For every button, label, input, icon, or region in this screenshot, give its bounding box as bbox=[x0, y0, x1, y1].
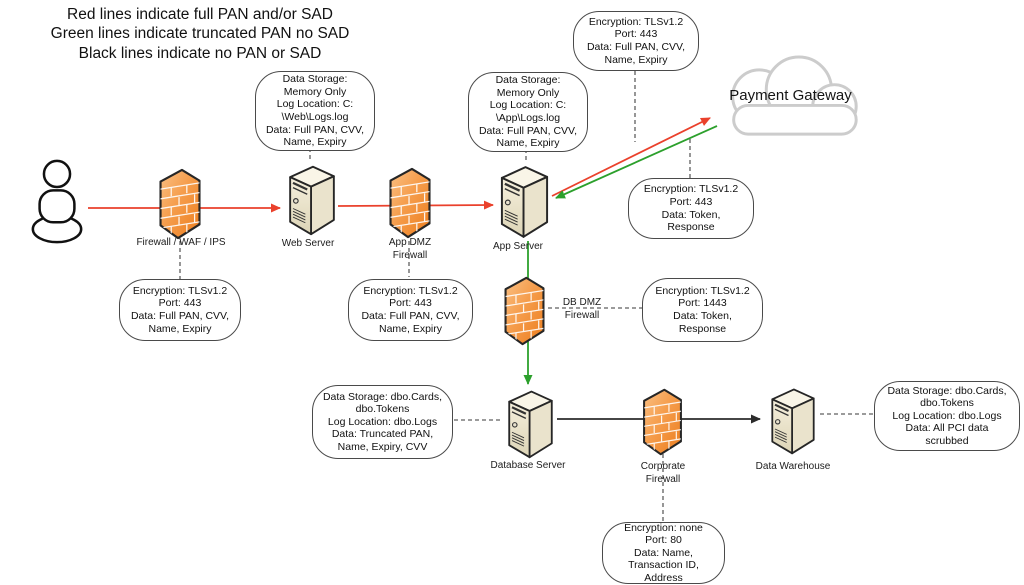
web-server-label: Web Server bbox=[281, 238, 335, 249]
firewall-waf-icon bbox=[156, 167, 204, 241]
data-warehouse-icon bbox=[766, 384, 820, 456]
web-server-icon bbox=[285, 161, 339, 237]
database-server-label: Database Server bbox=[490, 460, 566, 471]
callout-gateway-request: Encryption: TLSv1.2 Port: 443 Data: Full… bbox=[573, 11, 699, 71]
callout-dbdmz-encryption: Encryption: TLSv1.2 Port: 1443 Data: Tok… bbox=[642, 278, 763, 342]
callout-waf-encryption: Encryption: TLSv1.2 Port: 443 Data: Full… bbox=[119, 279, 241, 341]
app-server-label: App Server bbox=[492, 241, 544, 252]
callout-gateway-response: Encryption: TLSv1.2 Port: 443 Data: Toke… bbox=[628, 178, 754, 239]
corporate-firewall-label: Corporate Firewall bbox=[640, 461, 686, 485]
app-dmz-firewall-icon bbox=[386, 166, 434, 240]
callout-appdmz-encryption: Encryption: TLSv1.2 Port: 443 Data: Full… bbox=[348, 279, 473, 341]
app-dmz-firewall-label: App DMZ Firewall bbox=[388, 237, 432, 261]
firewall-waf-label: Firewall / WAF / IPS bbox=[136, 237, 226, 248]
db-dmz-firewall-icon bbox=[501, 275, 548, 347]
db-dmz-firewall-label: DB DMZ Firewall bbox=[562, 297, 602, 321]
corporate-firewall-icon bbox=[640, 387, 685, 457]
user-icon bbox=[28, 156, 86, 248]
payment-gateway-label: Payment Gateway bbox=[729, 87, 852, 104]
flow-gateway-to-app-server bbox=[555, 125, 718, 199]
callout-web-storage: Data Storage: Memory Only Log Location: … bbox=[255, 71, 375, 151]
legend: Red lines indicate full PAN and/or SAD G… bbox=[50, 6, 350, 62]
callout-app-storage: Data Storage: Memory Only Log Location: … bbox=[468, 72, 588, 152]
data-warehouse-label: Data Warehouse bbox=[755, 461, 831, 472]
callout-corp-encryption: Encryption: none Port: 80 Data: Name, Tr… bbox=[602, 522, 725, 584]
callout-warehouse-storage: Data Storage: dbo.Cards, dbo.Tokens Log … bbox=[874, 381, 1020, 451]
app-server-icon bbox=[497, 161, 552, 240]
flow-app-server-to-gateway bbox=[551, 117, 711, 197]
callout-db-storage: Data Storage: dbo.Cards, dbo.Tokens Log … bbox=[312, 385, 453, 459]
database-server-icon bbox=[503, 386, 558, 460]
